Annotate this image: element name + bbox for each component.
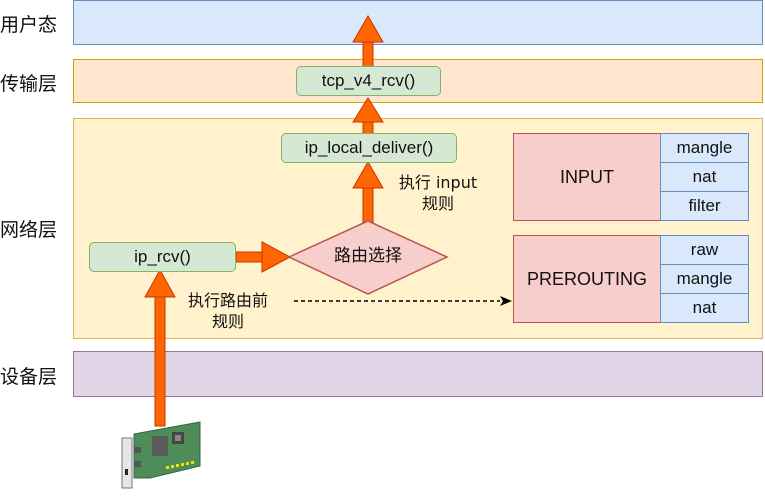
arrow-routing-to-local-deliver <box>352 160 384 223</box>
arrow-ip-rcv-to-routing <box>235 241 292 273</box>
input-chain: INPUT <box>513 133 661 221</box>
input-table-mangle: mangle <box>660 133 749 163</box>
arrow-local-deliver-to-tcp <box>352 97 384 137</box>
prerouting-rules-note-line1: 执行路由前 <box>187 291 268 310</box>
prerouting-rules-note-line2: 规则 <box>211 312 244 331</box>
arrow-tcp-to-user <box>352 14 384 68</box>
input-table-nat: nat <box>660 162 749 192</box>
ip-rcv-box: ip_rcv() <box>89 242 236 272</box>
prerouting-chain: PREROUTING <box>513 235 661 323</box>
network-card-icon <box>121 421 201 489</box>
input-rules-note-line1: 执行 input <box>398 173 478 192</box>
prerouting-table-raw: raw <box>660 235 749 265</box>
prerouting-rules-note: 执行路由前 规则 <box>175 290 281 332</box>
layer-label-network: 网络层 <box>0 219 58 241</box>
input-rules-note-line2: 规则 <box>421 194 454 213</box>
layer-label-user: 用户态 <box>0 14 58 36</box>
prerouting-table-nat: nat <box>660 293 749 323</box>
layer-label-transport: 传输层 <box>0 73 58 95</box>
prerouting-table-mangle: mangle <box>660 264 749 294</box>
arrow-nic-to-ip-rcv <box>144 268 176 427</box>
routing-decision-label: 路由选择 <box>334 246 402 266</box>
device-layer-band <box>73 351 763 397</box>
ip-local-deliver-box: ip_local_deliver() <box>281 133 457 163</box>
routing-decision-diamond <box>287 220 449 295</box>
tcp-v4-rcv-box: tcp_v4_rcv() <box>296 66 441 96</box>
user-space-band <box>73 0 763 45</box>
input-rules-note: 执行 input 规则 <box>388 172 488 214</box>
layer-label-device: 设备层 <box>0 366 58 388</box>
dashed-arrow-to-prerouting <box>294 296 512 306</box>
input-table-filter: filter <box>660 191 749 221</box>
